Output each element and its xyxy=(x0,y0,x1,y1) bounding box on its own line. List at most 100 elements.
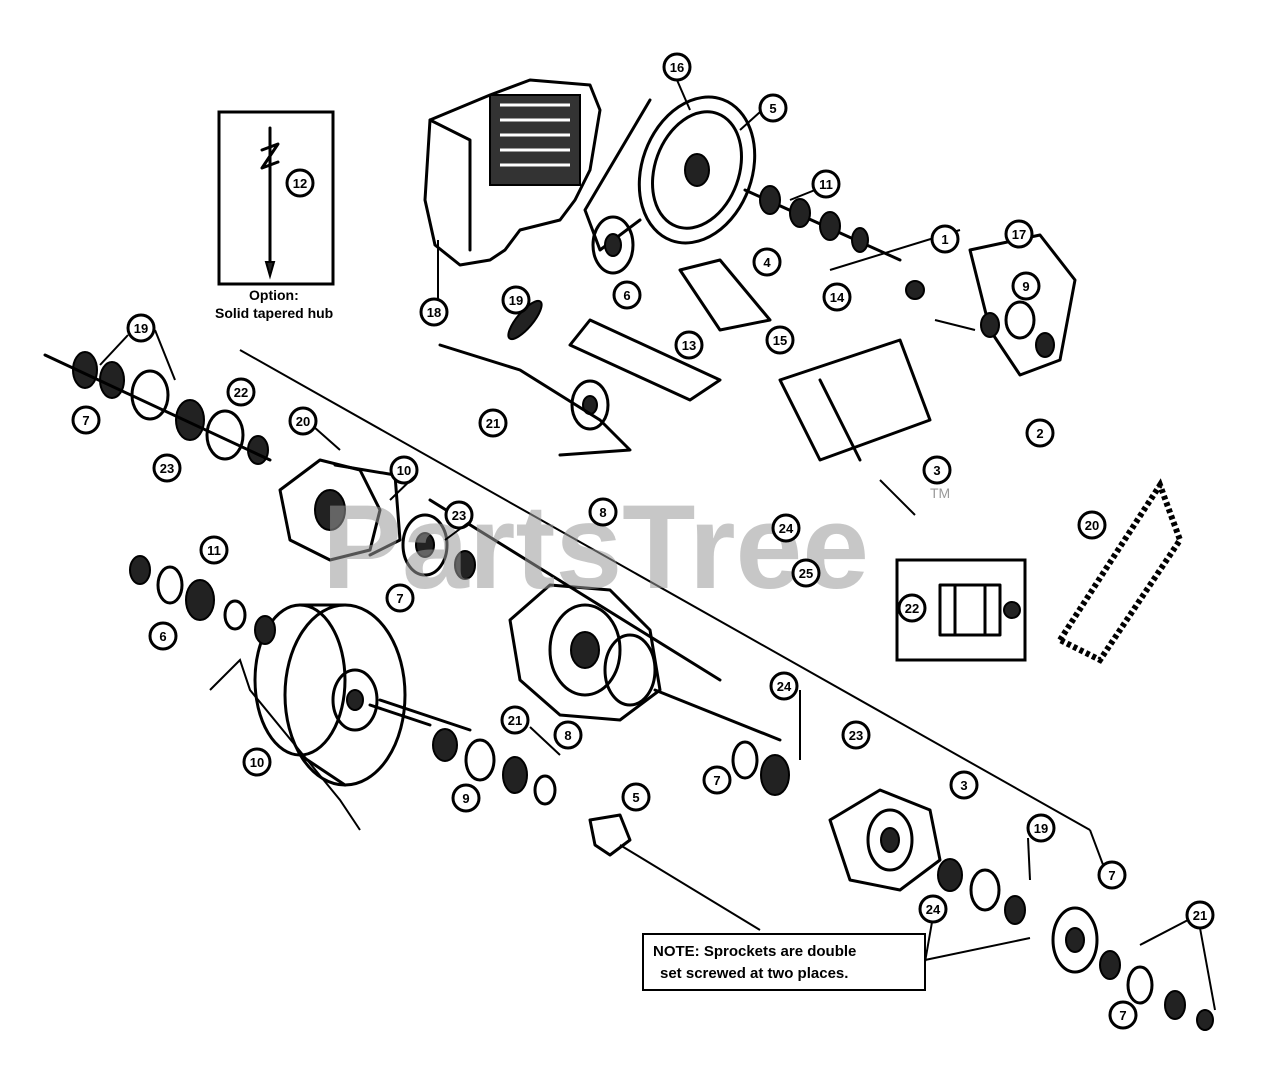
callout-14: 12 xyxy=(285,168,315,198)
callout-15: 19 xyxy=(126,313,156,343)
callout-46: 7 xyxy=(1108,1000,1138,1030)
svg-text:2: 2 xyxy=(1036,426,1043,441)
callout-13: 15 xyxy=(765,325,795,355)
callout-24: 8 xyxy=(588,497,618,527)
svg-text:25: 25 xyxy=(799,566,813,581)
svg-text:18: 18 xyxy=(427,305,441,320)
svg-text:19: 19 xyxy=(134,321,148,336)
svg-text:11: 11 xyxy=(819,177,833,192)
callout-11: 19 xyxy=(501,285,531,315)
option-title: Option: xyxy=(249,287,299,303)
svg-text:7: 7 xyxy=(713,773,720,788)
svg-text:19: 19 xyxy=(509,293,523,308)
svg-text:9: 9 xyxy=(1022,279,1029,294)
callout-19: 7 xyxy=(71,405,101,435)
svg-text:5: 5 xyxy=(632,790,639,805)
callout-7: 6 xyxy=(612,280,642,310)
svg-text:1: 1 xyxy=(941,232,948,247)
callout-38: 10 xyxy=(242,747,272,777)
set-screw-clip xyxy=(588,813,761,931)
svg-text:20: 20 xyxy=(1085,518,1099,533)
callout-35: 7 xyxy=(702,765,732,795)
svg-text:16: 16 xyxy=(670,60,684,75)
option-subtitle: Solid tapered hub xyxy=(215,305,333,321)
svg-text:20: 20 xyxy=(296,414,310,429)
callout-2: 5 xyxy=(758,93,788,123)
svg-text:21: 21 xyxy=(486,416,500,431)
callout-20: 21 xyxy=(478,408,508,438)
svg-text:24: 24 xyxy=(926,902,941,917)
left-hub-assembly xyxy=(43,351,272,465)
svg-text:23: 23 xyxy=(452,508,466,523)
callout-27: 6 xyxy=(148,621,178,651)
callout-44: 24 xyxy=(918,894,948,924)
coupler-inset xyxy=(895,558,1027,662)
svg-text:17: 17 xyxy=(1012,227,1026,242)
idler-brackets xyxy=(438,229,961,516)
svg-text:23: 23 xyxy=(160,461,174,476)
svg-text:10: 10 xyxy=(397,463,411,478)
svg-text:3: 3 xyxy=(960,778,967,793)
svg-text:7: 7 xyxy=(82,413,89,428)
callout-26: 11 xyxy=(199,535,229,565)
svg-text:7: 7 xyxy=(1108,868,1115,883)
svg-text:11: 11 xyxy=(207,543,221,558)
svg-text:8: 8 xyxy=(599,505,606,520)
callout-9: 14 xyxy=(822,282,852,312)
callout-42: 19 xyxy=(1026,813,1056,843)
drive-belt xyxy=(583,98,652,252)
bearing-bracket-upper-right xyxy=(934,233,1077,377)
svg-text:22: 22 xyxy=(234,385,248,400)
shaft-tip xyxy=(264,261,276,280)
engine xyxy=(423,78,602,300)
svg-text:22: 22 xyxy=(905,601,919,616)
callout-21: 10 xyxy=(389,455,419,485)
svg-text:6: 6 xyxy=(623,288,630,303)
callout-36: 23 xyxy=(841,720,871,750)
center-tine-hub xyxy=(508,583,782,742)
callout-4: 1 xyxy=(930,224,960,254)
svg-text:6: 6 xyxy=(159,629,166,644)
callout-18: 23 xyxy=(152,453,182,483)
svg-text:12: 12 xyxy=(293,176,307,191)
callout-32: 22 xyxy=(897,593,927,623)
callout-29: 24 xyxy=(771,513,801,543)
right-hub-assembly xyxy=(731,740,1214,1031)
callout-43: 7 xyxy=(1097,860,1127,890)
svg-text:8: 8 xyxy=(564,728,571,743)
callout-33: 24 xyxy=(769,671,799,701)
svg-text:21: 21 xyxy=(508,713,522,728)
drive-chain xyxy=(1055,478,1184,664)
callout-10: 18 xyxy=(419,297,449,327)
svg-text:24: 24 xyxy=(777,679,792,694)
callout-31: 20 xyxy=(1077,510,1107,540)
callout-34: 8 xyxy=(553,720,583,750)
callout-1: 16 xyxy=(662,52,692,82)
note-box: NOTE: Sprockets are double set screwed a… xyxy=(642,904,1031,991)
callout-8: 4 xyxy=(752,247,782,277)
svg-text:19: 19 xyxy=(1034,821,1048,836)
callout-3: 11 xyxy=(811,169,841,199)
svg-text:23: 23 xyxy=(849,728,863,743)
coupler-link xyxy=(938,583,1002,637)
callout-22: 2 xyxy=(1025,418,1055,448)
svg-text:7: 7 xyxy=(1119,1008,1126,1023)
engine-cylinder-fins xyxy=(489,94,581,186)
callout-30: 25 xyxy=(791,558,821,588)
tine-hub-left xyxy=(278,458,476,580)
callout-16: 22 xyxy=(226,377,256,407)
svg-text:9: 9 xyxy=(462,791,469,806)
svg-text:21: 21 xyxy=(1193,908,1207,923)
callout-28: 7 xyxy=(385,583,415,613)
svg-text:13: 13 xyxy=(682,338,696,353)
svg-text:14: 14 xyxy=(830,290,845,305)
svg-text:15: 15 xyxy=(773,333,787,348)
axle-outline-top xyxy=(239,349,1091,831)
callout-37: 21 xyxy=(500,705,530,735)
jackshaft-upper xyxy=(743,185,925,300)
wheel-hub-parts xyxy=(129,555,557,806)
svg-text:7: 7 xyxy=(396,591,403,606)
callout-12: 13 xyxy=(674,330,704,360)
note-line-1: NOTE: Sprockets are double xyxy=(653,943,856,960)
